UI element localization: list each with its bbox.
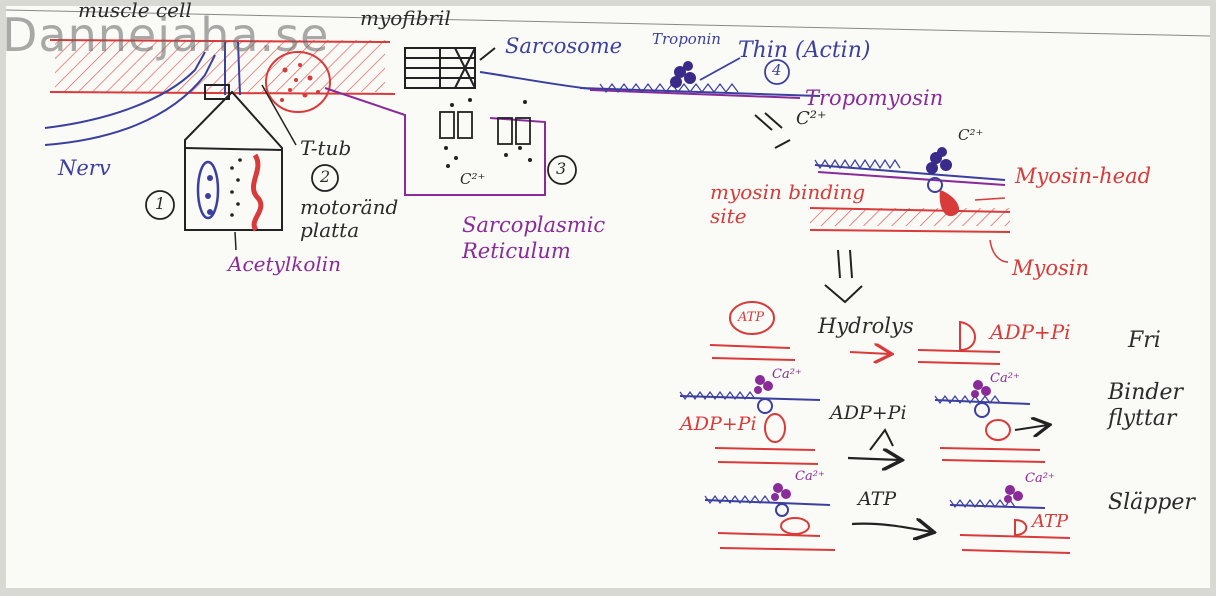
label-sarcosome: Sarcosome [505,34,623,58]
label-myosin-head: Myosin-head [1015,164,1152,188]
label-adp-pi-release: ADP+Pi [830,402,907,424]
myofibril-box [404,47,496,89]
label-step-3: 3 [556,159,567,178]
label-calcium-row3b: Ca²⁺ [1025,471,1055,486]
label-t-tub: T-tub [300,136,352,160]
paper-fold-line [5,9,1211,37]
label-calcium-row3a: Ca²⁺ [795,469,825,484]
label-calcium-release: C²⁺ [460,170,486,188]
step-circles [145,59,790,220]
label-calcium-row2b: Ca²⁺ [990,371,1020,386]
t-tubule-blob [265,51,331,113]
t-tub-pointer [261,84,297,146]
label-binder-flyttar: Binder flyttar [1108,380,1183,432]
label-thin-actin: Thin (Actin) [738,38,871,63]
label-sarcoplasmic-reticulum: Sarcoplasmic Reticulum [462,213,606,264]
vesicle-icon [196,160,220,220]
acetylcholine-dots [230,158,242,217]
label-nerv: Nerv [58,156,111,180]
label-myosin: Myosin [1012,256,1090,280]
label-atp-in-head: ATP [738,310,765,325]
thin-filament [479,71,821,99]
label-fri: Fri [1128,328,1161,353]
label-atp-end: ATP [1032,511,1069,532]
motor-end-plate [184,84,283,231]
label-step-2: 2 [320,167,331,186]
calcium-dots [444,98,532,168]
label-tropomyosin: Tropomyosin [805,86,944,110]
label-acetylkolin: Acetylkolin [228,252,342,276]
cycle-row-1 [709,301,1001,365]
receptor-chain [250,153,264,232]
acetylcholine-pointer [234,231,237,251]
label-motorand-platta: motoränd platta [300,195,399,242]
troponin-cluster [670,61,696,88]
label-myofibril: myofibril [360,6,451,30]
label-step-4: 4 [772,61,782,79]
label-hydrolys: Hydrolys [818,314,914,338]
equilibrium-arrow-2 [824,249,863,304]
label-myosin-binding-site: myosin binding site [710,180,866,228]
label-troponin: Troponin [652,30,721,48]
label-calcium-bound: C²⁺ [958,126,984,144]
label-calcium-arrow: C²⁺ [796,108,827,129]
nerve-lines [44,41,241,146]
label-slapper: Släpper [1108,490,1195,515]
cross-bridge-detail [809,147,1011,263]
cycle-row-2 [679,375,1048,464]
label-atp-arrow: ATP [858,488,897,510]
watermark-logo: Dannejaha.se [2,8,330,62]
sarcoplasmic-reticulum-loop [324,87,546,196]
thin-pointer [699,57,741,81]
label-adp-pi-bound: ADP+Pi [680,413,757,435]
label-calcium-row2a: Ca²⁺ [772,367,802,382]
label-adp-pi-free: ADP+Pi [990,320,1071,344]
cycle-row-3 [704,483,1071,554]
sr-channels [439,111,531,145]
label-muscle-cell: muscle cell [78,0,192,22]
equilibrium-arrow-1 [754,112,791,149]
label-step-1: 1 [155,194,166,213]
